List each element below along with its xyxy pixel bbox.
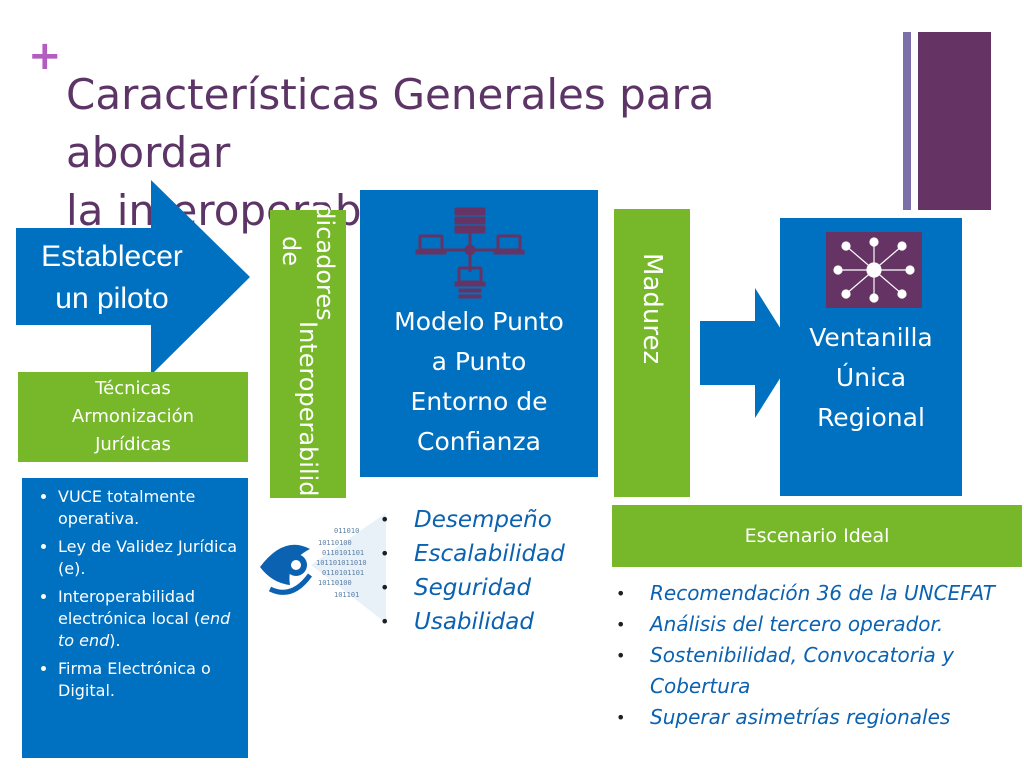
- ideal-item: Superar asimetrías regionales: [614, 702, 1014, 733]
- pilot-text-line-2: un piloto: [55, 282, 169, 315]
- requirements-box: VUCE totalmente operativa. Ley de Valide…: [22, 478, 248, 758]
- svg-text:101101011010: 101101011010: [316, 559, 367, 567]
- indicators-line-2: Interoperabilidad: [294, 320, 322, 527]
- metrics-list: Desempeño Escalabilidad Seguridad Usabil…: [378, 503, 588, 639]
- title-line-1: Características Generales para abordar: [66, 70, 715, 177]
- pilot-arrow: [16, 180, 250, 375]
- model-line-3: Entorno de: [410, 387, 548, 416]
- requirement-item: VUCE totalmente operativa.: [58, 486, 240, 530]
- requirement-item: Ley de Validez Jurídica (e).: [58, 536, 240, 580]
- metric-item: Seguridad: [378, 571, 588, 605]
- single-window-line-2: Única: [835, 363, 907, 392]
- model-text: Modelo Punto a Punto Entorno de Confianz…: [360, 302, 598, 462]
- model-line-2: a Punto: [431, 347, 527, 376]
- single-window-box: Ventanilla Única Regional: [780, 218, 962, 496]
- model-line-1: Modelo Punto: [394, 307, 564, 336]
- indicators-line-1: Indicadores de: [277, 181, 339, 321]
- requirement-item: Firma Electrónica o Digital.: [58, 658, 240, 702]
- svg-text:0110101101: 0110101101: [322, 569, 364, 577]
- eye-data-icon: 10110100 0110101101 101101011010 0110101…: [260, 513, 386, 623]
- requirement-item-text: Interoperabilidad electrónica local (: [58, 587, 201, 628]
- ideal-item: Sostenibilidad, Convocatoria y Cobertura: [614, 640, 1014, 702]
- ideal-list: Recomendación 36 de la UNCEFAT Análisis …: [614, 578, 1014, 733]
- metrics-items: Desempeño Escalabilidad Seguridad Usabil…: [378, 503, 588, 639]
- accent-bar-thick: [918, 32, 991, 210]
- indicators-text: Indicadores de Interoperabilidad: [270, 182, 346, 526]
- ideal-item: Recomendación 36 de la UNCEFAT: [614, 578, 1014, 609]
- metric-item: Usabilidad: [378, 605, 588, 639]
- model-line-4: Confianza: [417, 427, 541, 456]
- server-network-icon: [415, 207, 525, 299]
- ideal-item: Análisis del tercero operador.: [614, 609, 1014, 640]
- plus-mark: +: [28, 33, 62, 79]
- accent-bar-thin: [903, 32, 911, 210]
- svg-text:011010: 011010: [334, 527, 359, 535]
- single-window-line-1: Ventanilla: [809, 323, 933, 352]
- techniques-line-1: Técnicas: [95, 378, 171, 399]
- requirement-item: Interoperabilidad electrónica local (end…: [58, 586, 240, 652]
- techniques-line-3: Jurídicas: [95, 434, 171, 455]
- pilot-arrow-text: Establecer un piloto: [22, 236, 202, 320]
- single-window-text: Ventanilla Única Regional: [780, 318, 962, 438]
- requirements-list: VUCE totalmente operativa. Ley de Valide…: [30, 486, 240, 702]
- single-window-line-3: Regional: [817, 403, 925, 432]
- indicators-box: Indicadores de Interoperabilidad: [270, 182, 346, 526]
- svg-text:101101: 101101: [334, 591, 359, 599]
- requirement-item-end: ).: [109, 631, 121, 650]
- techniques-line-2: Armonización: [71, 406, 195, 427]
- maturity-box: Madurez: [614, 209, 690, 497]
- metric-item: Desempeño: [378, 503, 588, 537]
- metric-item: Escalabilidad: [378, 537, 588, 571]
- techniques-box: Técnicas Armonización Jurídicas: [18, 372, 248, 462]
- requirement-item-emphasis: end to end: [58, 609, 231, 650]
- svg-text:0110101101: 0110101101: [322, 549, 364, 557]
- svg-text:10110100: 10110100: [318, 539, 352, 547]
- ideal-items: Recomendación 36 de la UNCEFAT Análisis …: [614, 578, 1014, 733]
- network-people-icon: [826, 232, 922, 308]
- maturity-arrow: [700, 288, 796, 418]
- svg-text:10110100: 10110100: [318, 579, 352, 587]
- maturity-text: Madurez: [637, 253, 667, 365]
- ideal-scenario-box: Escenario Ideal: [612, 505, 1022, 567]
- model-box: Modelo Punto a Punto Entorno de Confianz…: [360, 190, 598, 477]
- pilot-text-line-1: Establecer: [41, 240, 183, 273]
